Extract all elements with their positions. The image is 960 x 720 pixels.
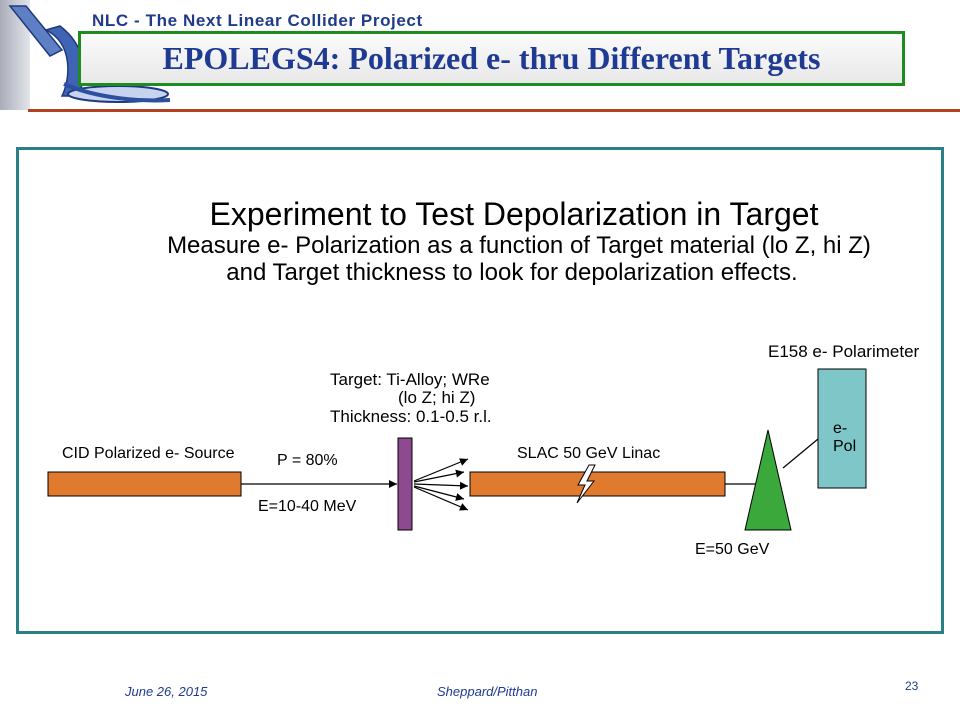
content-panel: Experiment to Test Depolarization in Tar…	[16, 147, 944, 634]
beam-bend-triangle	[744, 429, 792, 531]
linac-label: SLAC 50 GeV Linac	[517, 445, 660, 462]
scatter-arrow	[413, 481, 469, 490]
page-number: 23	[905, 679, 919, 693]
experiment-diagram: Experiment to Test Depolarization in Tar…	[47, 196, 920, 558]
electron-source-bar	[47, 471, 242, 497]
polarimeter-box-label-1: e-	[833, 420, 847, 437]
panel-description-line-2: and Target thickness to look for depolar…	[226, 259, 797, 286]
scatter-arrow	[413, 458, 469, 482]
slide-title: EPOLEGS4: Polarized e- thru Different Ta…	[162, 40, 821, 76]
panel-heading: Experiment to Test Depolarization in Tar…	[210, 196, 819, 232]
nlc-logo-icon	[0, 0, 171, 110]
polarimeter-box-label-2: Pol	[833, 438, 856, 455]
polarization-label: P = 80%	[277, 452, 338, 469]
linac-break-icon	[576, 464, 596, 504]
input-energy-label: E=10-40 MeV	[258, 498, 357, 515]
project-name: NLC - The Next Linear Collider Project	[92, 11, 423, 30]
panel-description-line-1: Measure e- Polarization as a function of…	[167, 232, 871, 259]
scatter-arrow	[413, 485, 465, 501]
polarimeter-link-line	[782, 438, 819, 469]
footer-date: June 26, 2015	[125, 684, 208, 699]
linac-bar	[469, 471, 726, 497]
output-energy-label: E=50 GeV	[695, 541, 770, 558]
target-thickness-label: Thickness: 0.1-0.5 r.l.	[330, 407, 492, 426]
header-divider	[28, 109, 960, 112]
target-material-label: Target: Ti-Alloy; WRe	[330, 370, 490, 389]
footer-authors: Sheppard/Pitthan	[437, 684, 538, 699]
scatter-arrow	[413, 469, 465, 483]
target-z-label: (lo Z; hi Z)	[398, 388, 475, 407]
polarimeter-label: E158 e- Polarimeter	[768, 342, 920, 361]
scatter-arrow	[413, 486, 469, 511]
source-label: CID Polarized e- Source	[62, 445, 235, 462]
polarimeter-box	[817, 368, 867, 489]
slide-title-box: EPOLEGS4: Polarized e- thru Different Ta…	[78, 31, 905, 86]
target-bar	[397, 437, 413, 531]
